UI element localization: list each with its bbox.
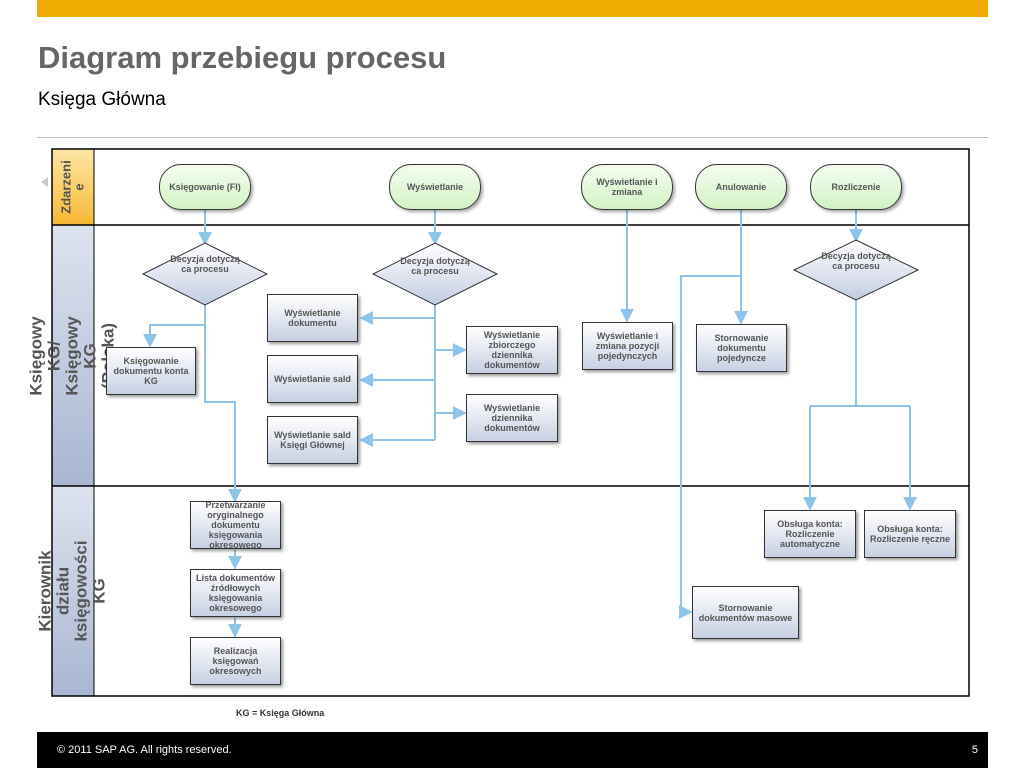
task-display-change-items: Wyświetlanie i zmiana pozycji pojedynczy… bbox=[582, 322, 673, 370]
task-display-journal: Wyświetlanie dziennika dokumentów bbox=[466, 394, 558, 442]
diagram-frame bbox=[51, 148, 970, 697]
lane-label-accountant: Księgowy KG/ Księgowy KG (Polska) bbox=[27, 315, 118, 396]
event-reverse: Anulowanie bbox=[695, 164, 787, 210]
accent-bar bbox=[37, 0, 988, 17]
decision-label: Decyzja dotyczą ca procesu bbox=[400, 256, 470, 276]
task-process-original: Przetwarzanie oryginalnego dokumentu ksi… bbox=[190, 501, 281, 549]
decision-label: Decyzja dotyczą ca procesu bbox=[821, 251, 891, 271]
task-reverse-single: Stornowanie dokumentu pojedyncze bbox=[696, 324, 787, 372]
task-display-document: Wyświetlanie dokumentu bbox=[267, 294, 358, 342]
task-display-balances: Wyświetlanie sald bbox=[267, 355, 358, 403]
accountant-lane-header bbox=[52, 225, 94, 486]
decision-diamond bbox=[792, 239, 920, 301]
page-number: 5 bbox=[971, 744, 978, 756]
triangle-left-icon bbox=[41, 177, 48, 187]
page-subtitle: Księga Główna bbox=[38, 89, 166, 110]
task-reverse-mass: Stornowanie dokumentów masowe bbox=[692, 586, 799, 639]
event-clearing: Rozliczenie bbox=[810, 164, 902, 210]
event-lane-header bbox=[52, 149, 94, 225]
task-display-summary-journal: Wyświetlanie zbiorczego dziennika dokume… bbox=[466, 326, 558, 374]
task-clearing-automatic: Obsługa konta: Rozliczenie automatyczne bbox=[764, 510, 856, 558]
connector bbox=[143, 305, 206, 348]
task-post-document: Księgowanie dokumentu konta KG bbox=[106, 347, 196, 395]
title-divider bbox=[37, 137, 988, 138]
task-display-gl-balances: Wyświetlanie sald Księgi Głównej bbox=[267, 416, 358, 464]
event-posting: Księgowanie (FI) bbox=[159, 164, 251, 210]
event-display-change: Wyświetlanie i zmiana bbox=[581, 164, 673, 210]
task-list-source-docs: Lista dokumentów źródłowych księgowania … bbox=[190, 569, 281, 617]
footer-bar: © 2011 SAP AG. All rights reserved. 5 bbox=[37, 732, 988, 768]
connector bbox=[678, 275, 741, 619]
legend-note: KG = Księga Główna bbox=[236, 708, 325, 718]
decision-diamond bbox=[141, 242, 269, 306]
task-clearing-manual: Obsługa konta: Rozliczenie ręczne bbox=[864, 510, 956, 558]
manager-lane-header bbox=[52, 486, 94, 696]
decision-label: Decyzja dotyczą ca procesu bbox=[170, 254, 240, 274]
lane-label-manager: Kierownik działu księgowości KG bbox=[36, 540, 109, 642]
task-execute-periodic: Realizacja księgowań okresowych bbox=[190, 637, 281, 685]
copyright-text: © 2011 SAP AG. All rights reserved. bbox=[57, 744, 232, 756]
lane-label-events: Zdarzeni e bbox=[59, 160, 87, 214]
page-title: Diagram przebiegu procesu bbox=[38, 40, 447, 75]
decision-diamond bbox=[371, 242, 499, 306]
event-display: Wyświetlanie bbox=[389, 164, 481, 210]
connector bbox=[204, 305, 242, 503]
